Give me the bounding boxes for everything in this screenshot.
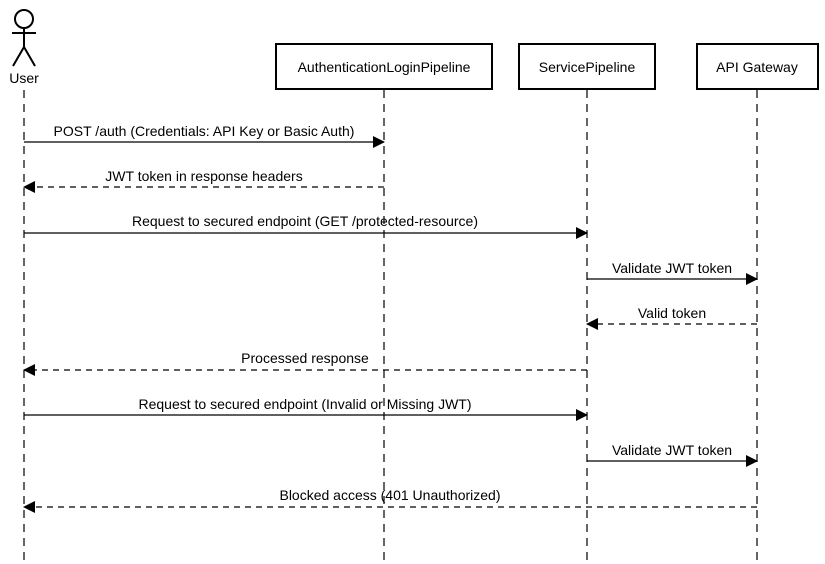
participant-service-label: ServicePipeline — [539, 59, 636, 75]
message-5: Valid token — [586, 305, 757, 330]
message-9: Blocked access (401 Unauthorized) — [23, 487, 757, 513]
message-label: JWT token in response headers — [105, 168, 302, 184]
participant-auth-label: AuthenticationLoginPipeline — [298, 59, 471, 75]
message-label: Validate JWT token — [612, 442, 732, 458]
participant-gateway: API Gateway — [696, 43, 819, 90]
message-label: Processed response — [241, 350, 369, 366]
message-7: Request to secured endpoint (Invalid or … — [24, 396, 588, 421]
message-label: Blocked access (401 Unauthorized) — [279, 487, 500, 503]
message-8: Validate JWT token — [587, 442, 758, 467]
user-actor-label: User — [9, 70, 39, 86]
message-label: POST /auth (Credentials: API Key or Basi… — [54, 123, 355, 139]
message-label: Request to secured endpoint (GET /protec… — [132, 213, 478, 229]
user-actor-icon — [12, 9, 36, 67]
participant-auth: AuthenticationLoginPipeline — [275, 43, 493, 90]
message-2: JWT token in response headers — [23, 168, 384, 193]
participant-gateway-label: API Gateway — [716, 59, 798, 75]
participant-service: ServicePipeline — [518, 43, 656, 90]
message-6: Processed response — [23, 350, 587, 376]
message-label: Validate JWT token — [612, 260, 732, 276]
message-3: Request to secured endpoint (GET /protec… — [24, 213, 588, 239]
message-label: Valid token — [638, 305, 706, 321]
message-4: Validate JWT token — [587, 260, 758, 285]
message-1: POST /auth (Credentials: API Key or Basi… — [24, 123, 385, 148]
message-label: Request to secured endpoint (Invalid or … — [138, 396, 471, 412]
